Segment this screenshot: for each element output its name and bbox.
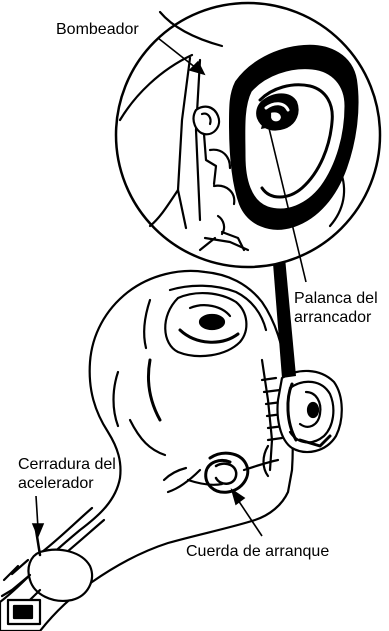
label-primer: Bombeador: [56, 21, 139, 38]
magnified-view: [116, 3, 380, 267]
label-starter-rope: Cuerda de arranque: [186, 543, 329, 560]
label-starter-handle-line1: Palanca del: [294, 290, 378, 307]
label-throttle-lock-line2: acelerador: [18, 475, 94, 492]
label-throttle-lock-line1: Cerradura del: [18, 456, 116, 473]
label-starter-handle-line2: arrancador: [294, 309, 372, 326]
